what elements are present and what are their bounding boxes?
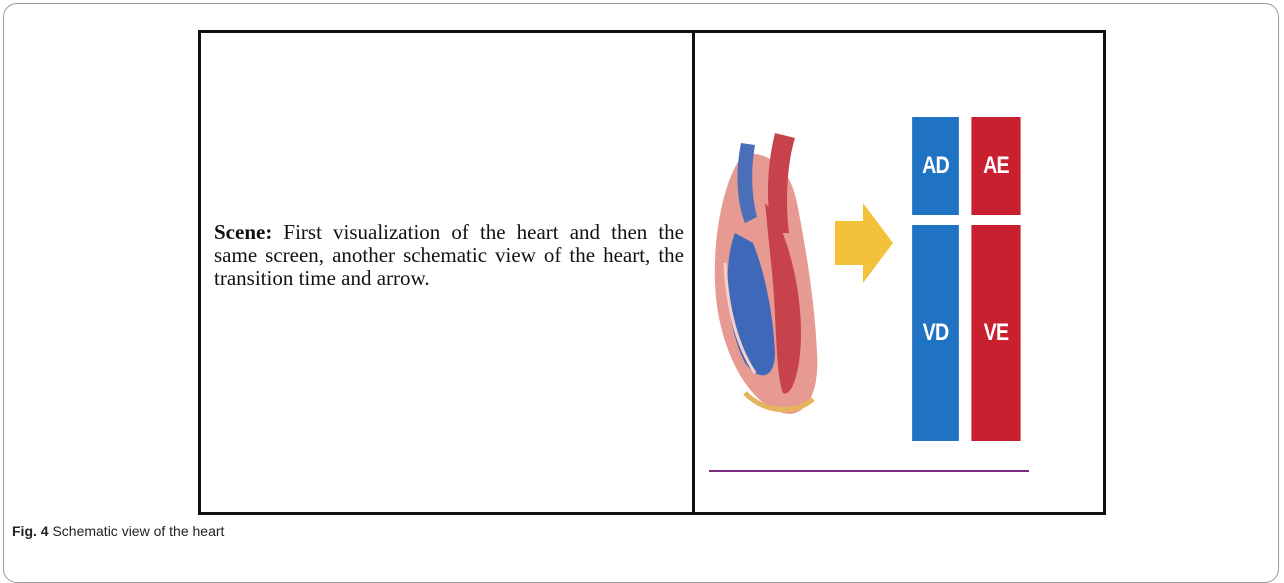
scene-description: Scene: First visualization of the heart …: [214, 221, 684, 290]
caption-text: Schematic view of the heart: [49, 523, 225, 539]
scene-description-cell: Scene: First visualization of the heart …: [201, 33, 695, 512]
chamber-ad: AD: [912, 117, 959, 215]
transition-arrow-icon: [835, 203, 895, 283]
figure-table: Scene: First visualization of the heart …: [198, 30, 1106, 515]
scene-text: First visualization of the heart and the…: [214, 220, 684, 290]
purple-divider: [709, 470, 1029, 472]
anatomical-heart-image: [705, 113, 825, 423]
heart-chamber-schematic: AD AE VD VE: [907, 117, 1026, 441]
chamber-ae: AE: [971, 117, 1020, 215]
figure-caption: Fig. 4 Schematic view of the heart: [12, 523, 224, 539]
heart-illustration-cell: AD AE VD VE: [695, 33, 1103, 512]
chamber-ve: VE: [971, 225, 1020, 441]
caption-label: Fig. 4: [12, 523, 49, 539]
scene-label: Scene:: [214, 220, 272, 244]
chamber-vd: VD: [912, 225, 959, 441]
